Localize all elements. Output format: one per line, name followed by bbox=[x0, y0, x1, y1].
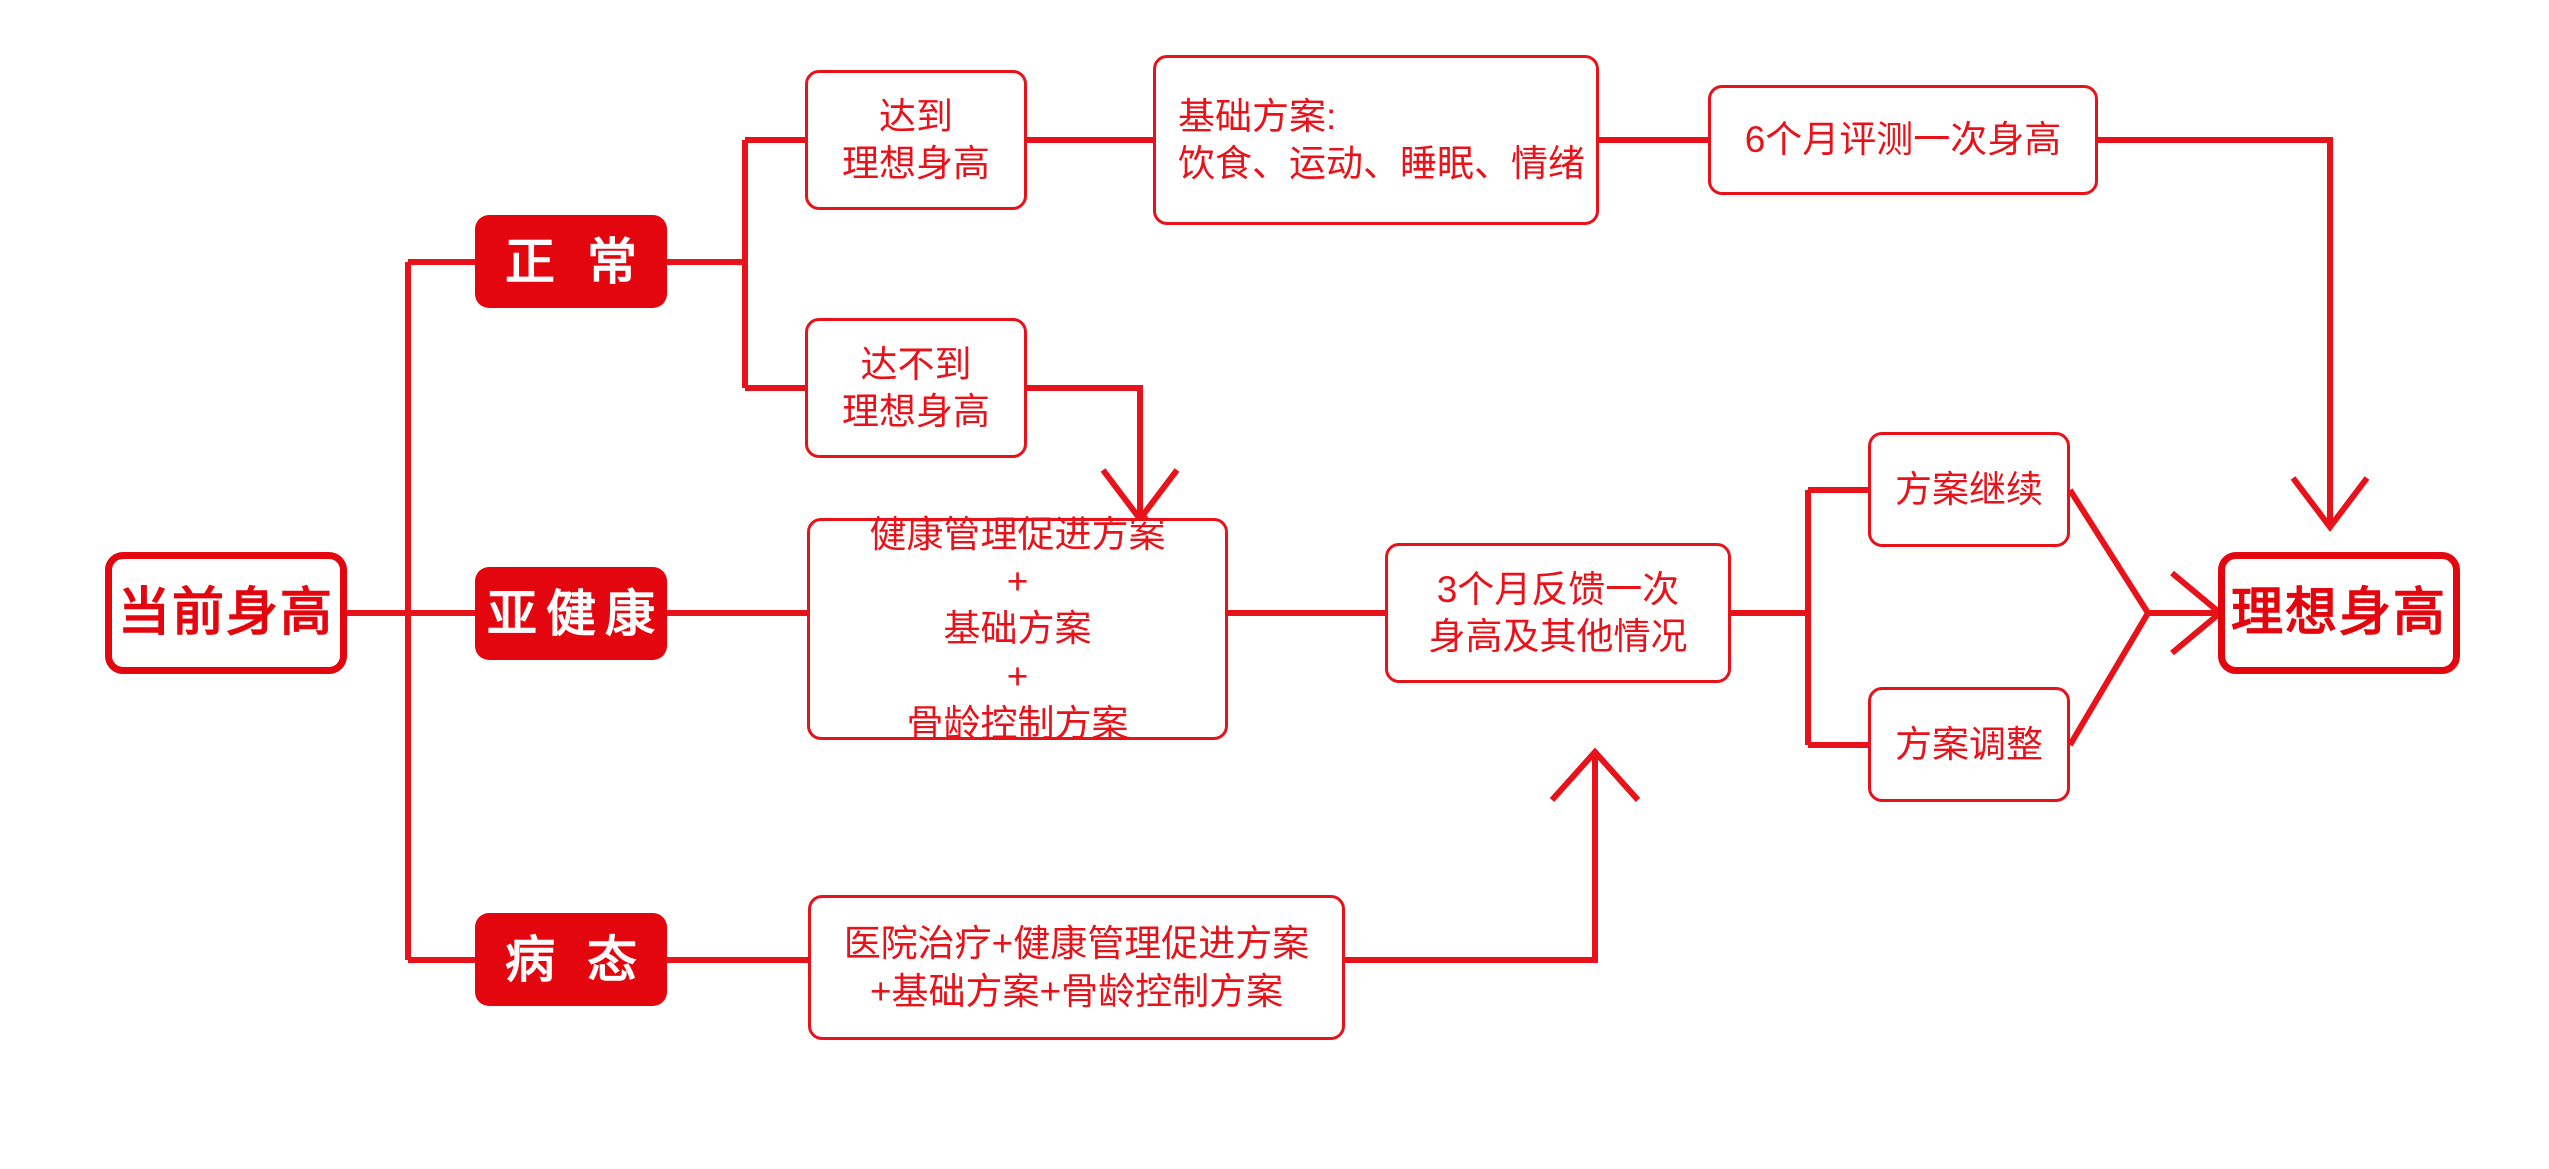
edge-hospital-to-feedback bbox=[1345, 755, 1598, 963]
arrowhead-assess-to-goal bbox=[2290, 476, 2370, 532]
node-current-height[interactable]: 当前身高 bbox=[105, 552, 347, 674]
node-normal[interactable]: 正 常 bbox=[475, 215, 667, 308]
node-assess-every-6-months-label: 6个月评测一次身高 bbox=[1744, 119, 2062, 161]
node-not-reached-ideal-height-label: 达不到 理想身高 bbox=[842, 343, 990, 432]
node-assess-every-6-months[interactable]: 6个月评测一次身高 bbox=[1708, 85, 2098, 195]
node-ideal-height-goal[interactable]: 理想身高 bbox=[2218, 552, 2460, 674]
node-plan-continue-label: 方案继续 bbox=[1895, 468, 2043, 510]
node-subhealth-label: 亚健康 bbox=[487, 585, 664, 642]
node-base-plan[interactable]: 基础方案: 饮食、运动、睡眠、情绪 bbox=[1153, 55, 1599, 225]
node-illness[interactable]: 病 态 bbox=[475, 913, 667, 1006]
node-normal-label: 正 常 bbox=[505, 233, 646, 290]
node-illness-label: 病 态 bbox=[505, 931, 646, 988]
node-current-height-label: 当前身高 bbox=[117, 583, 334, 642]
arrowhead-hospital-to-feedback bbox=[1549, 747, 1641, 803]
node-not-reached-ideal-height[interactable]: 达不到 理想身高 bbox=[805, 318, 1027, 458]
node-hospital-treatment-plan[interactable]: 医院治疗+健康管理促进方案 +基础方案+骨龄控制方案 bbox=[808, 895, 1345, 1040]
node-plan-adjust-label: 方案调整 bbox=[1895, 723, 2043, 765]
node-reached-ideal-height-label: 达到 理想身高 bbox=[842, 95, 990, 184]
node-feedback-every-3-months[interactable]: 3个月反馈一次 身高及其他情况 bbox=[1385, 543, 1731, 683]
node-health-promotion-plan[interactable]: 健康管理促进方案 + 基础方案 + 骨龄控制方案 bbox=[807, 514, 1228, 744]
edge-notreach-to-promote bbox=[1027, 385, 1143, 518]
node-subhealth[interactable]: 亚健康 bbox=[475, 567, 667, 660]
node-plan-adjust[interactable]: 方案调整 bbox=[1868, 687, 2070, 802]
edge-assess-to-goal bbox=[2098, 137, 2333, 525]
edge-adjust-merge bbox=[2067, 611, 2151, 747]
node-ideal-height-goal-label: 理想身高 bbox=[2230, 583, 2447, 642]
node-base-plan-label: 基础方案: 饮食、运动、睡眠、情绪 bbox=[1178, 95, 1585, 184]
node-plan-continue[interactable]: 方案继续 bbox=[1868, 432, 2070, 547]
node-reached-ideal-height[interactable]: 达到 理想身高 bbox=[805, 70, 1027, 210]
node-health-promotion-plan-label: 健康管理促进方案 + 基础方案 + 骨龄控制方案 bbox=[869, 513, 1166, 745]
edge-continue-merge bbox=[2067, 488, 2151, 615]
node-feedback-every-3-months-label: 3个月反馈一次 身高及其他情况 bbox=[1428, 568, 1688, 657]
node-hospital-treatment-plan-label: 医院治疗+健康管理促进方案 +基础方案+骨龄控制方案 bbox=[843, 923, 1310, 1012]
